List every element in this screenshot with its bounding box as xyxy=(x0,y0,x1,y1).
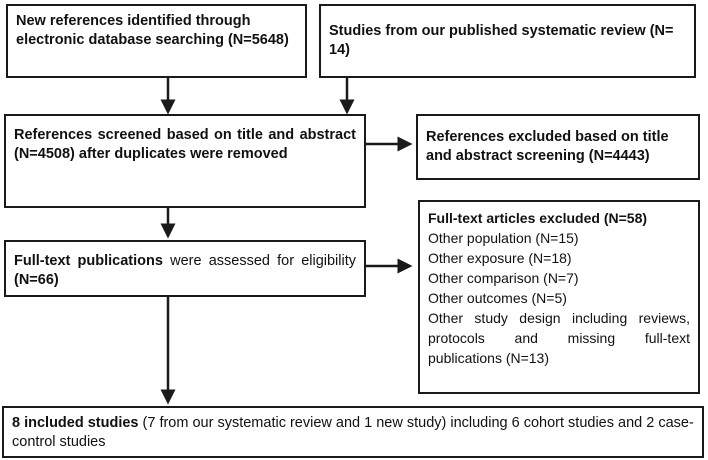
fulltext-excluded-box: Full-text articles excluded (N=58) Other… xyxy=(418,200,700,394)
fulltext-assessed-box: Full-text publications were assessed for… xyxy=(4,240,366,297)
published-review-box: Studies from our published systematic re… xyxy=(319,4,696,78)
included-studies-box: 8 included studies (7 from our systemati… xyxy=(2,406,704,458)
screened-references-box: References screened based on title and a… xyxy=(4,114,366,208)
exclusion-reason: Other study design including reviews, pr… xyxy=(428,310,690,366)
exclusion-reason: Other comparison (N=7) xyxy=(428,270,579,286)
published-review-text: Studies from our published systematic re… xyxy=(329,23,674,58)
screened-references-text: References screened based on title and a… xyxy=(14,127,356,162)
exclusion-reason: Other outcomes (N=5) xyxy=(428,290,567,306)
excluded-title-abstract-text: References excluded based on title and a… xyxy=(426,129,669,164)
exclusion-reason: Other exposure (N=18) xyxy=(428,250,572,266)
included-studies-label: 8 included studies xyxy=(12,415,139,431)
new-references-box: New references identified through electr… xyxy=(6,4,307,78)
fulltext-description: were assessed for eligibility xyxy=(162,253,356,269)
exclusion-reason: Other population (N=15) xyxy=(428,230,579,246)
fulltext-excluded-title: Full-text articles excluded (N=58) xyxy=(428,210,648,226)
fulltext-label: Full-text publications xyxy=(14,253,163,269)
excluded-title-abstract-box: References excluded based on title and a… xyxy=(416,114,700,180)
new-references-text: New references identified through electr… xyxy=(16,13,289,48)
included-studies-description: (7 from our systematic review and 1 new … xyxy=(12,415,694,450)
fulltext-count: (N=66) xyxy=(14,271,59,288)
